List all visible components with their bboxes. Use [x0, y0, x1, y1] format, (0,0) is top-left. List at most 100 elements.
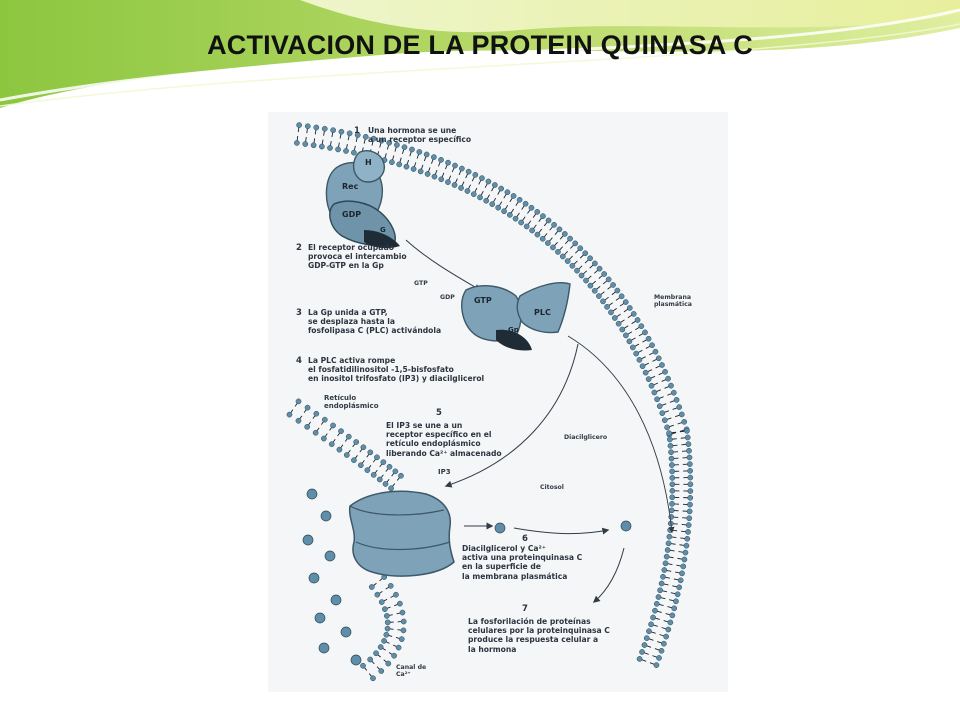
arrow-ca-to-membrane: [513, 527, 610, 535]
plasma-membrane-lipid: [451, 165, 465, 188]
plasma-membrane-lipid: [518, 204, 535, 226]
er-membrane-lower-lipid: [374, 583, 394, 598]
plasma-membrane-lipid: [668, 514, 693, 522]
plasma-membrane-lipid: [302, 123, 311, 147]
er-membrane-lower-lipid: [383, 609, 406, 619]
plasma-membrane-lipid: [668, 507, 693, 515]
plasma-membrane-lipid: [639, 355, 662, 370]
step-text-2: El receptor ocupado provoca el intercamb…: [308, 243, 407, 271]
plasma-membrane-lipid: [652, 607, 676, 619]
protein-label-hormone: H: [365, 158, 372, 167]
plasma-membrane-lipid: [611, 305, 633, 321]
plasma-membrane-lipid: [583, 265, 603, 284]
er-membrane-upper-lipid: [304, 410, 320, 430]
plasma-membrane-lipid: [550, 231, 568, 251]
plasma-membrane-lipid: [636, 348, 659, 363]
plasma-membrane-lipid: [569, 250, 589, 269]
plasma-membrane-lipid: [643, 635, 667, 647]
plasma-membrane-lipid: [655, 594, 679, 605]
calcium-ion: [324, 550, 336, 562]
calcium-ion: [350, 654, 362, 666]
endoplasmic-reticulum-membrane: [286, 398, 407, 682]
protein-label-plc: PLC: [534, 308, 551, 317]
er-membrane-lower-lipid: [382, 600, 403, 612]
calcium-ion: [494, 522, 506, 534]
plasma-membrane-lipid: [483, 182, 498, 204]
plc-shape: [516, 282, 571, 334]
arrow-diacylglycerol-path: [567, 335, 675, 534]
calcium-ions: [302, 488, 632, 666]
step-number-1: 1: [354, 126, 360, 136]
plasma-membrane-lipid: [578, 260, 598, 279]
plasma-membrane-lipid: [623, 323, 645, 339]
plasma-membrane-lipid: [417, 151, 430, 175]
er-membrane-lower-lipid: [378, 591, 399, 605]
hormone-receptor-complex: [325, 150, 400, 249]
protein-label-gp: Gp: [508, 326, 519, 334]
plasma-membrane-lipid: [574, 255, 593, 274]
calcium-ion: [318, 642, 330, 654]
channel-body: [348, 490, 455, 577]
protein-label-receptor: Rec: [342, 182, 359, 191]
plasma-membrane-lipid: [424, 154, 437, 177]
plasma-membrane-lipid: [663, 553, 688, 563]
plasma-membrane-lipid: [662, 560, 687, 570]
calcium-ion: [620, 520, 632, 532]
er-membrane-upper-lipid: [320, 422, 336, 442]
plasma-membrane-lipid: [666, 428, 690, 436]
plasma-membrane-lipid: [523, 209, 541, 230]
ip3-receptor-channel: [348, 490, 455, 577]
plasma-membrane-lipid: [659, 404, 683, 416]
step-number-7: 7: [522, 604, 528, 614]
plasma-membrane-lipid: [559, 240, 579, 260]
arrow-g-to-plc: [405, 239, 482, 291]
plasma-membrane-lipid: [343, 130, 353, 154]
plasma-membrane-lipid: [626, 329, 648, 345]
arrow-plc-to-ip3: [444, 343, 579, 488]
plasma-membrane-lipid: [667, 527, 691, 535]
gp-shadow: [496, 329, 532, 351]
plasma-membrane-lipid: [654, 389, 677, 403]
plasma-membrane-lipid: [657, 587, 681, 598]
plasma-membrane-lipid: [587, 271, 608, 289]
label-plasma-membrane: Membrana plasmática: [654, 294, 692, 309]
hormone-shape: [352, 150, 385, 183]
er-membrane-upper-lipid: [343, 439, 360, 458]
plasma-membrane-lipid: [608, 299, 629, 316]
g-protein-shadow: [364, 230, 400, 249]
header-swoosh-white-line: [0, 8, 960, 102]
er-membrane-upper-lipid: [286, 398, 302, 418]
er-membrane-upper-lipid: [295, 404, 311, 424]
protein-label-gtp: GTP: [474, 296, 492, 305]
label-cytosol: Citosol: [540, 484, 564, 491]
plasma-membrane-lipid: [666, 533, 691, 542]
er-membrane-upper-lipid: [336, 433, 352, 453]
plasma-membrane-lipid: [396, 144, 408, 168]
plasma-membrane-lipid: [669, 467, 693, 475]
er-membrane-upper-lipid: [328, 428, 344, 448]
label-endoplasmic-reticulum: Retículo endoplásmico: [324, 394, 379, 411]
step-text-6: Diacilglicerol y Ca²⁺ activa una protein…: [462, 544, 583, 581]
calcium-ion: [306, 488, 318, 500]
calcium-ion: [330, 594, 342, 606]
calcium-ion: [314, 612, 326, 624]
label-ip3: IP3: [438, 468, 451, 476]
plasma-membrane-lipid: [327, 127, 336, 151]
er-membrane-lower-lipid: [367, 656, 385, 674]
plasma-membrane-lipid: [555, 235, 573, 255]
plasma-membrane-lipid: [669, 461, 693, 468]
plasma-membrane-lipid: [591, 276, 612, 294]
plasma-membrane-lipid: [650, 614, 674, 626]
step-text-4: La PLC activa rompe el fosfatidilinosito…: [308, 356, 485, 384]
plasma-membrane-lipid: [319, 125, 328, 150]
plasma-membrane-lipid: [410, 149, 423, 172]
plasma-membrane-lipid: [641, 642, 665, 654]
step-number-5: 5: [436, 408, 442, 418]
plasma-membrane-lipid: [669, 494, 694, 501]
er-membrane-lower-lipid: [381, 638, 402, 651]
plasma-membrane-lipid: [596, 282, 616, 299]
plasma-membrane-lipid: [458, 168, 472, 191]
plasma-membrane-lipid: [661, 567, 685, 577]
plasma-membrane-lipid: [661, 411, 685, 424]
protein-label-g: G: [380, 226, 386, 234]
